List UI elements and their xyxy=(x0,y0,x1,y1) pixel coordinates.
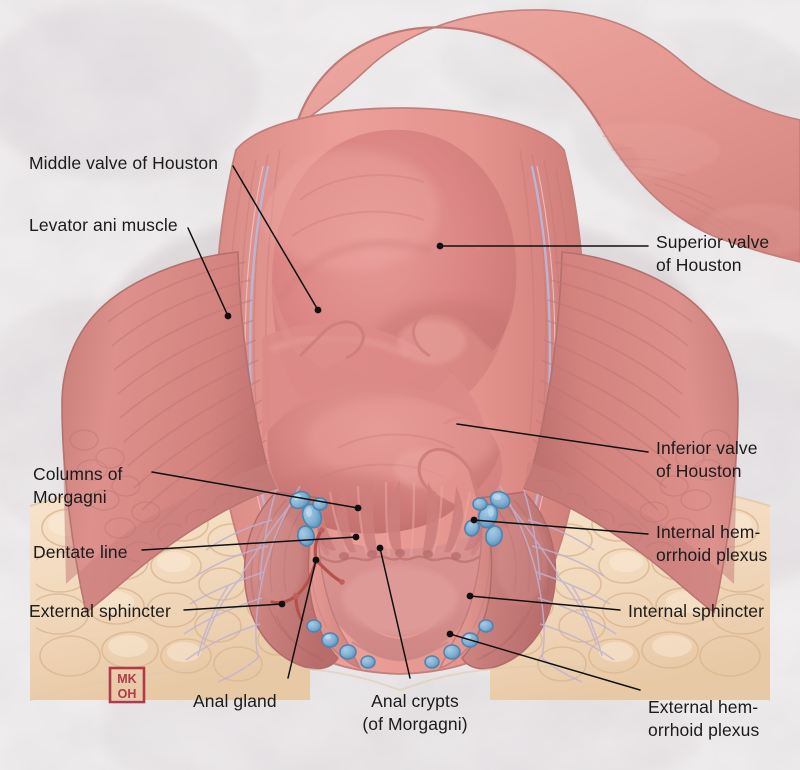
leader-external-hemorrhoid-plexus xyxy=(449,633,641,691)
label-middle-valve-of-houston: Middle valve of Houston xyxy=(29,152,218,175)
dot-anal-crypts xyxy=(376,544,384,552)
dot-external-hemorrhoid-plexus xyxy=(446,630,454,638)
label-middle-valve-of-houston-line-1: Middle valve of Houston xyxy=(29,153,219,173)
label-superior-valve-of-houston: Superior valve of Houston xyxy=(656,231,769,277)
label-dentate-line-line-1: Dentate line xyxy=(33,542,128,562)
dot-superior-valve-of-houston xyxy=(436,242,444,250)
label-external-hemorrhoid-plexus-line-1: External hem- xyxy=(648,697,759,717)
leader-internal-sphincter xyxy=(469,595,621,611)
label-internal-sphincter-line-1: Internal sphincter xyxy=(628,601,765,621)
label-external-hemorrhoid-plexus-line-2: orrhoid plexus xyxy=(648,720,760,740)
leader-dots xyxy=(224,242,478,638)
leader-external-sphincter xyxy=(183,603,283,611)
anal-crypts xyxy=(339,549,461,560)
label-internal-hemorrhoid-plexus-line-2: orrhoid plexus xyxy=(656,545,768,565)
anal-canal xyxy=(300,480,500,662)
leader-dentate-line xyxy=(141,536,357,551)
middle-valve-of-houston xyxy=(272,282,365,370)
label-anal-crypts-line-2: (of Morgagni) xyxy=(362,714,468,734)
dot-levator-ani-muscle xyxy=(224,312,232,320)
dot-dentate-line xyxy=(352,533,360,541)
label-levator-ani-muscle: Levator ani muscle xyxy=(29,214,178,237)
leader-inferior-valve-of-houston xyxy=(456,423,649,453)
leader-levator-ani-muscle xyxy=(187,227,229,317)
label-inferior-valve-of-houston-line-1: Inferior valve xyxy=(656,438,758,458)
valves-of-houston xyxy=(272,238,502,507)
dot-anal-gland xyxy=(312,556,320,564)
label-anal-crypts-line-1: Anal crypts xyxy=(371,691,459,711)
leader-anal-gland xyxy=(287,559,317,679)
label-internal-hemorrhoid-plexus-line-1: Internal hem- xyxy=(656,522,761,542)
label-external-sphincter: External sphincter xyxy=(29,600,171,623)
label-inferior-valve-of-houston: Inferior valve of Houston xyxy=(656,437,758,483)
vascular-network xyxy=(183,485,617,683)
levator-ani-muscle xyxy=(61,251,739,614)
signature-line-2: OH xyxy=(118,687,137,701)
label-external-hemorrhoid-plexus: External hem-orrhoid plexus xyxy=(648,696,759,742)
label-inferior-valve-of-houston-line-2: of Houston xyxy=(656,461,742,481)
leader-middle-valve-of-houston xyxy=(232,165,319,311)
label-columns-of-morgagni-line-2: Morgagni xyxy=(33,487,107,507)
leader-columns-of-morgagni xyxy=(151,471,359,509)
label-columns-of-morgagni-line-1: Columns of xyxy=(33,464,123,484)
label-internal-sphincter: Internal sphincter xyxy=(628,600,764,623)
label-anal-gland-line-1: Anal gland xyxy=(193,691,277,711)
label-columns-of-morgagni: Columns of Morgagni xyxy=(33,463,123,509)
dot-internal-sphincter xyxy=(466,592,474,600)
label-superior-valve-of-houston-line-2: of Houston xyxy=(656,255,742,275)
label-external-sphincter-line-1: External sphincter xyxy=(29,601,171,621)
label-dentate-line: Dentate line xyxy=(33,541,128,564)
label-superior-valve-of-houston-line-1: Superior valve xyxy=(656,232,770,252)
label-levator-ani-muscle-line-1: Levator ani muscle xyxy=(29,215,178,235)
leader-internal-hemorrhoid-plexus xyxy=(473,519,649,535)
dot-middle-valve-of-houston xyxy=(314,306,322,314)
artist-signature: MK OH xyxy=(108,666,146,704)
label-anal-crypts: Anal crypts (of Morgagni) xyxy=(362,690,467,736)
signature-line-1: MK xyxy=(117,672,136,686)
dot-external-sphincter xyxy=(278,600,286,608)
perineal-skin xyxy=(29,665,771,701)
leader-anal-crypts xyxy=(379,547,411,679)
label-internal-hemorrhoid-plexus: Internal hem-orrhoid plexus xyxy=(656,521,767,567)
dot-columns-of-morgagni xyxy=(354,504,362,512)
dot-internal-hemorrhoid-plexus xyxy=(470,516,478,524)
leader-lines xyxy=(141,165,649,691)
label-anal-gland: Anal gland xyxy=(193,690,277,713)
inferior-valve-of-houston xyxy=(417,416,502,507)
